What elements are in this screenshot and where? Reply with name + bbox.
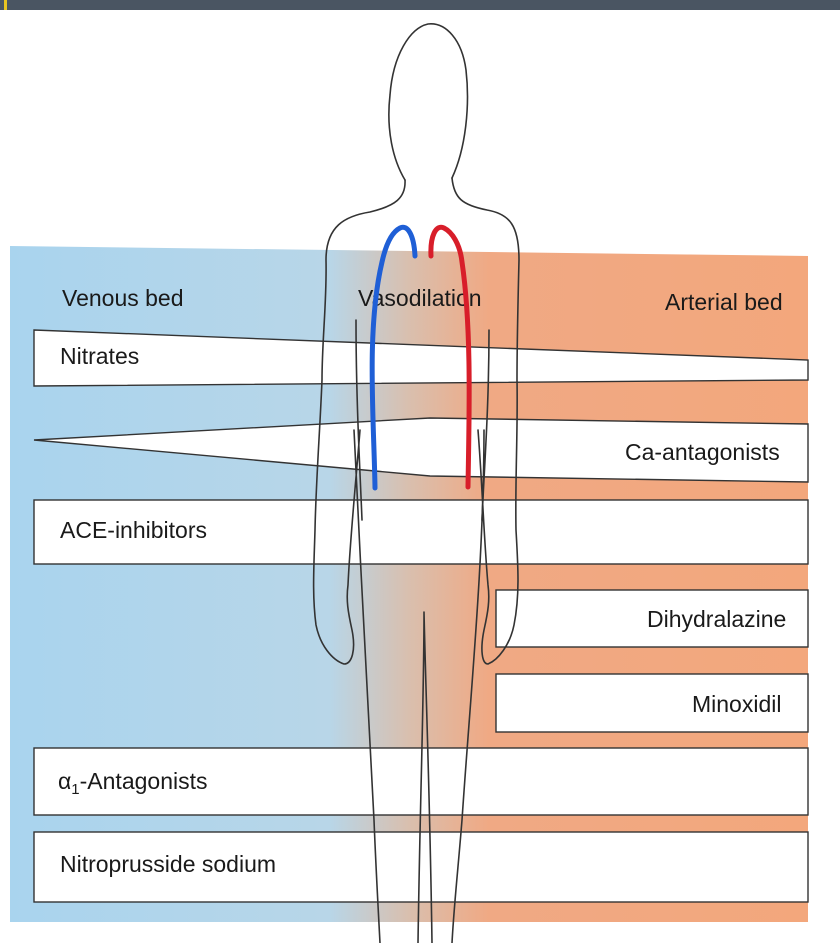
nitrates-label: Nitrates [60, 343, 139, 369]
alpha1-subscript: 1 [71, 781, 79, 798]
alpha1-suffix: -Antagonists [80, 768, 208, 794]
venous-bed-label: Venous bed [62, 285, 184, 311]
ace-inhibitors-label: ACE-inhibitors [60, 517, 207, 543]
arterial-bed-label: Arterial bed [665, 289, 783, 315]
top-bar-accent [4, 0, 7, 10]
head-outline [389, 24, 468, 180]
alpha1-prefix: α [58, 768, 71, 794]
nitroprusside-label: Nitroprusside sodium [60, 851, 276, 877]
minoxidil-label: Minoxidil [692, 691, 781, 717]
dihydralazine-label: Dihydralazine [647, 606, 786, 632]
top-bar [0, 0, 840, 10]
ca-antagonists-label: Ca-antagonists [625, 439, 780, 465]
alpha1-antagonists-label: α1-Antagonists [58, 768, 208, 798]
